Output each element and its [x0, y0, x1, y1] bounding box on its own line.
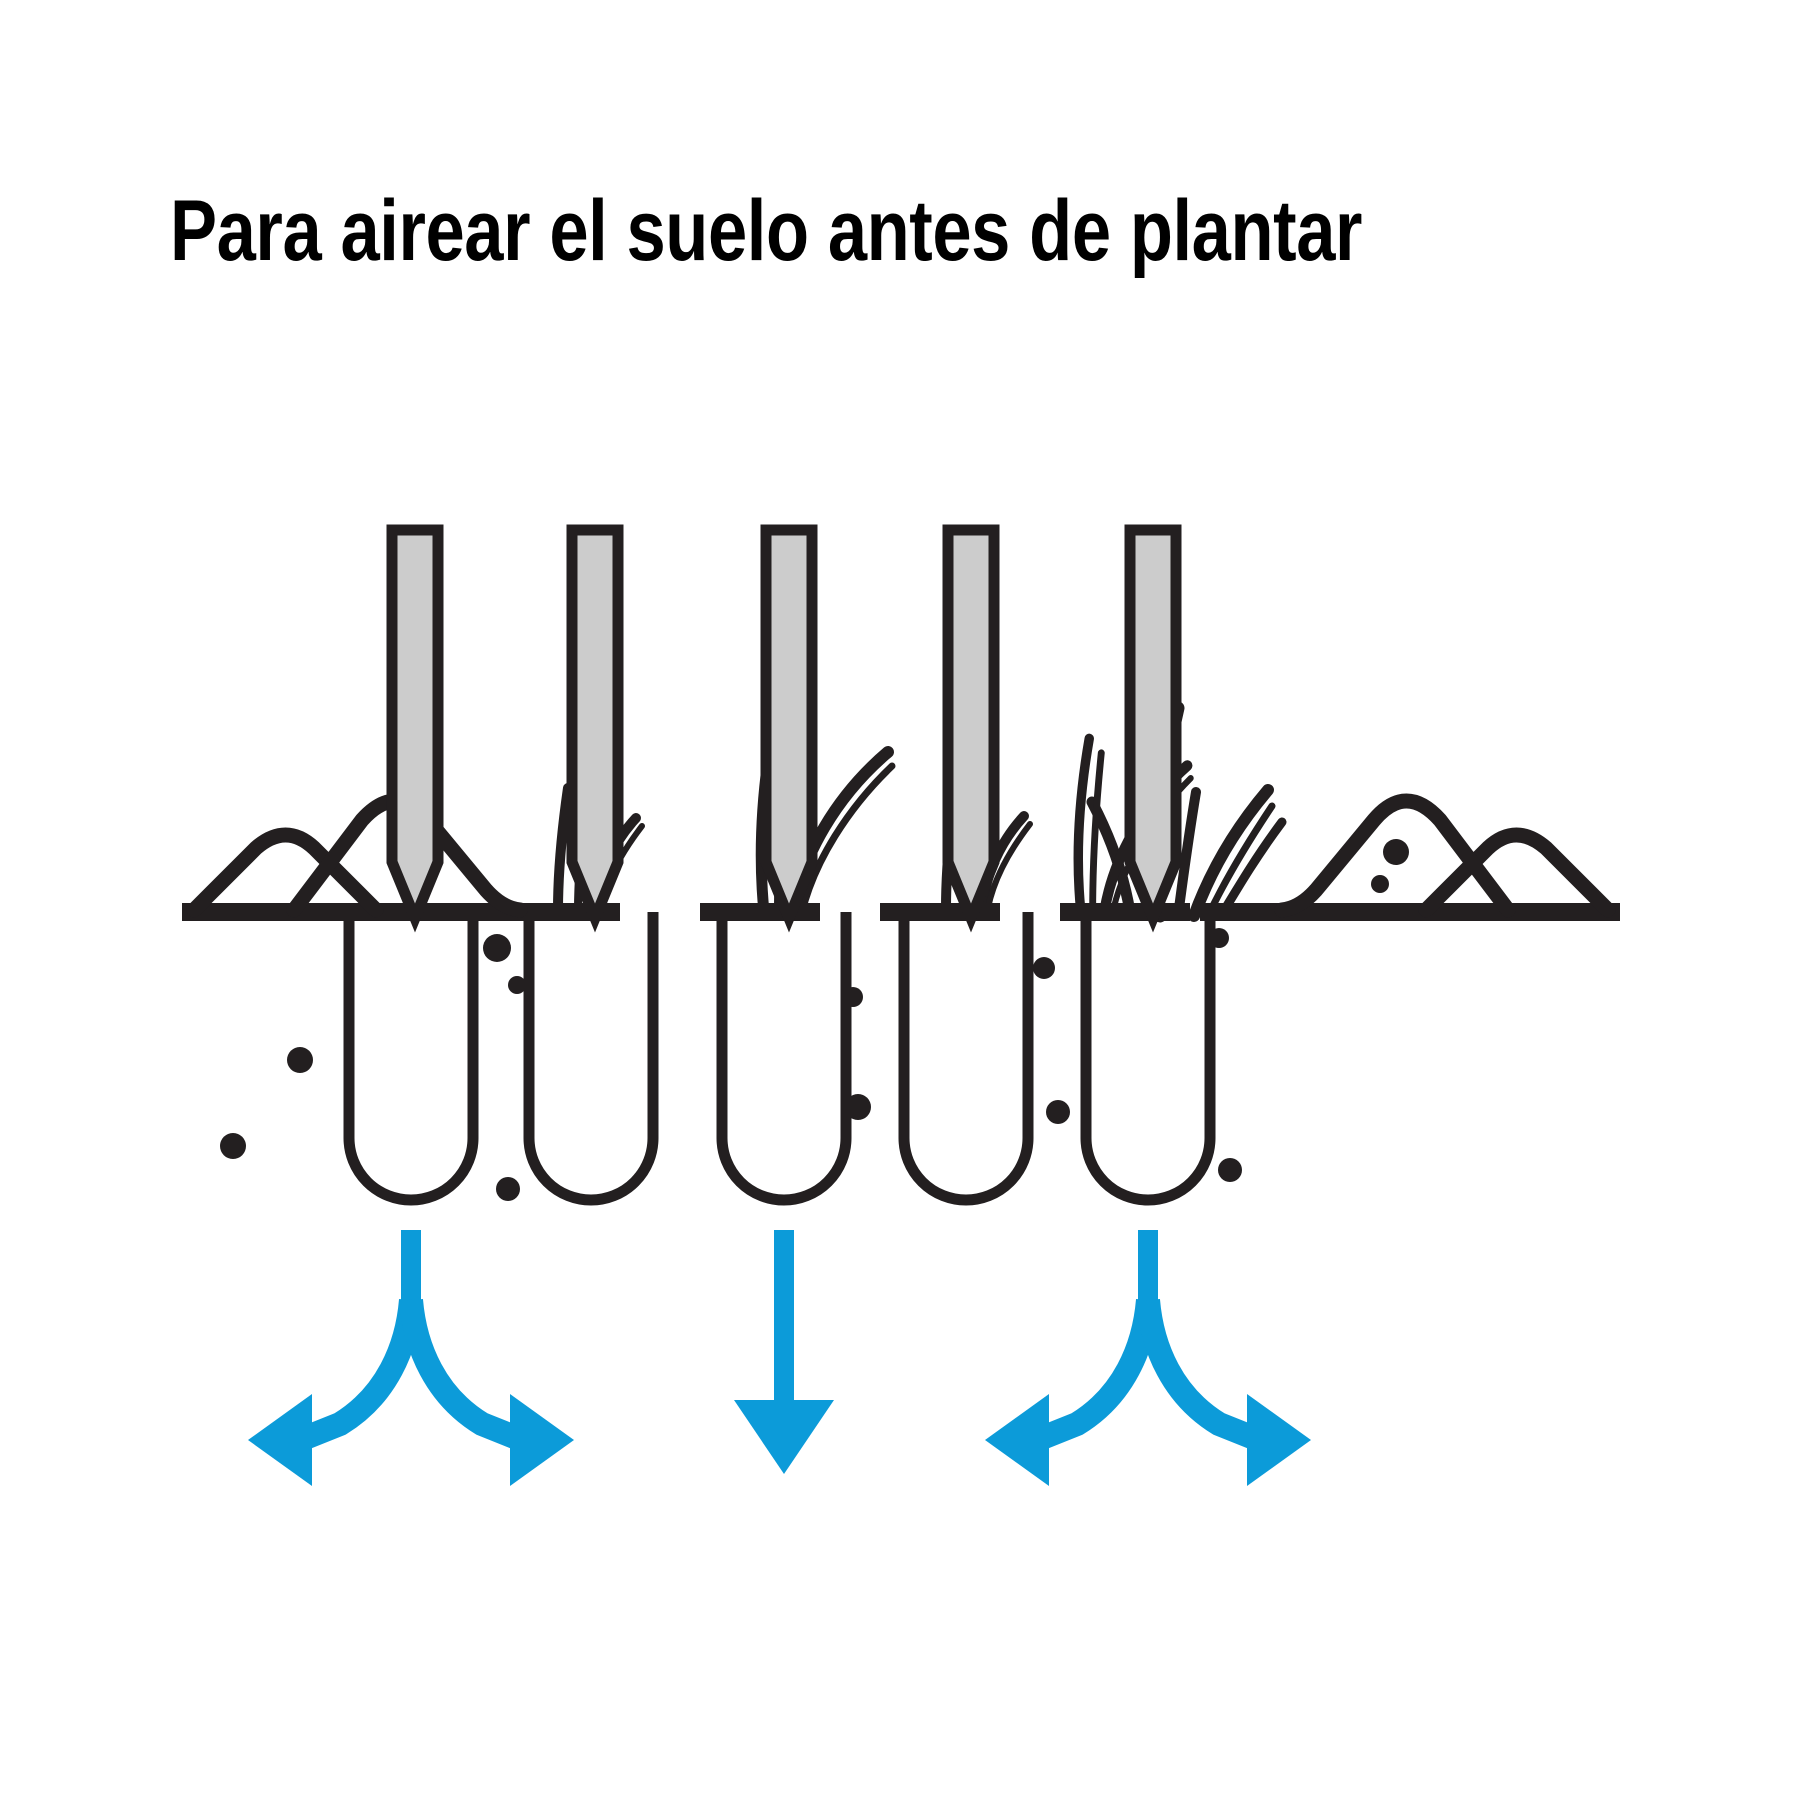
aerator-tine: [948, 530, 994, 918]
aeration-hole: [529, 912, 653, 1200]
page-title: Para airear el suelo antes de plantar: [170, 183, 1363, 279]
down-arrow-center: [734, 1230, 834, 1474]
soil-dot: [1046, 1100, 1070, 1124]
soil-dot: [220, 1133, 246, 1159]
soil-dot: [508, 976, 526, 994]
aerator-tine: [572, 530, 618, 918]
aerator-tine: [392, 530, 438, 918]
soil-dot: [287, 1047, 313, 1073]
soil-dot: [845, 1094, 871, 1120]
soil-mound-left: [194, 801, 520, 910]
soil-mound-right: [1282, 801, 1608, 910]
soil-dot: [496, 1177, 520, 1201]
branching-arrow-right: [985, 1230, 1311, 1486]
aerator-tines: [392, 530, 1176, 918]
aeration-hole: [722, 912, 846, 1200]
aerator-tine: [1130, 530, 1176, 918]
aeration-hole: [1086, 912, 1210, 1200]
branching-arrow-left: [248, 1230, 574, 1486]
aeration-holes: [349, 912, 1210, 1200]
aerator-tine: [766, 530, 812, 918]
soil-dot: [1218, 1158, 1242, 1182]
soil-dot: [1033, 957, 1055, 979]
aeration-hole: [349, 912, 473, 1200]
aeration-hole: [904, 912, 1028, 1200]
soil-dot: [483, 934, 511, 962]
